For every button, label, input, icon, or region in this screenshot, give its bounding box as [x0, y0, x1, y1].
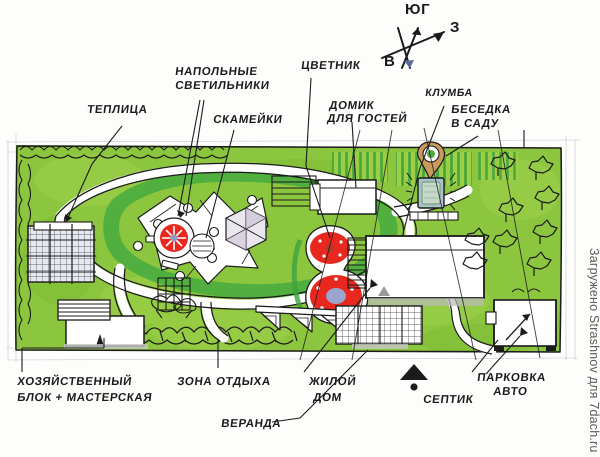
- living-house-building: [347, 235, 485, 306]
- label-living-house-line1: ЖИЛОЙ: [308, 376, 357, 388]
- veranda-structure: [335, 305, 423, 349]
- label-guest-house-line1: ДОМИК: [328, 100, 376, 112]
- compass-label-east: В: [384, 53, 396, 70]
- flower-garden-left: [153, 217, 195, 259]
- label-guest-house-line2: ДЛЯ ГОСТЕЙ: [326, 113, 409, 125]
- label-utility-block-line2: БЛОК + МАСТЕРСКАЯ: [16, 392, 153, 404]
- leader-lines: [21, 77, 528, 423]
- pond-water: [417, 177, 445, 209]
- label-benches: СКАМЕЙКИ: [212, 114, 284, 126]
- greenhouse-structure: [26, 221, 96, 284]
- label-utility-block-line1: ХОЗЯЙСТВЕННЫЙ: [16, 376, 133, 388]
- pond-grasses: [405, 172, 457, 211]
- hatched-round-bed: [189, 233, 215, 259]
- label-parking-line2: АВТО: [492, 386, 529, 398]
- hexagon-pergola: [225, 207, 267, 251]
- label-greenhouse: ТЕПЛИЦА: [86, 104, 149, 116]
- label-parking-line1: ПАРКОВКА: [476, 372, 547, 384]
- label-veranda: ВЕРАНДА: [220, 418, 282, 430]
- guest-house-building: [309, 179, 377, 215]
- label-floor-lights-line1: НАПОЛЬНЫЕ: [174, 66, 259, 78]
- label-rest-zone: ЗОНА ОТДЫХА: [176, 376, 272, 388]
- gazebo-deck: [409, 211, 459, 221]
- label-garden-gazebo-line2: В САДУ: [450, 118, 500, 130]
- floor-lights: [132, 194, 258, 282]
- septic-symbol: [400, 364, 428, 391]
- label-flowerbed: КЛУМБА: [424, 87, 474, 99]
- label-flower-garden: ЦВЕТНИК: [300, 60, 362, 72]
- utility-block-building: [57, 299, 148, 349]
- compass-label-west: З: [450, 19, 460, 36]
- credit-watermark: Загружено Strashnov для 7dach.ru: [587, 248, 600, 453]
- parking-area: [485, 299, 557, 351]
- label-floor-lights-line2: СВЕТИЛЬНИКИ: [174, 80, 271, 92]
- compass-label-south: ЮГ: [405, 1, 431, 18]
- section-lines: [299, 127, 541, 361]
- label-living-house-line2: ДОМ: [312, 392, 343, 404]
- label-septic: СЕПТИК: [422, 394, 475, 406]
- plot-boundary: [14, 145, 563, 353]
- label-garden-gazebo-line1: БЕСЕДКА: [450, 104, 512, 116]
- shrub-clumps: [151, 294, 197, 314]
- trees-and-shrubs: [462, 151, 560, 293]
- compass-rose-arrows: [381, 27, 445, 69]
